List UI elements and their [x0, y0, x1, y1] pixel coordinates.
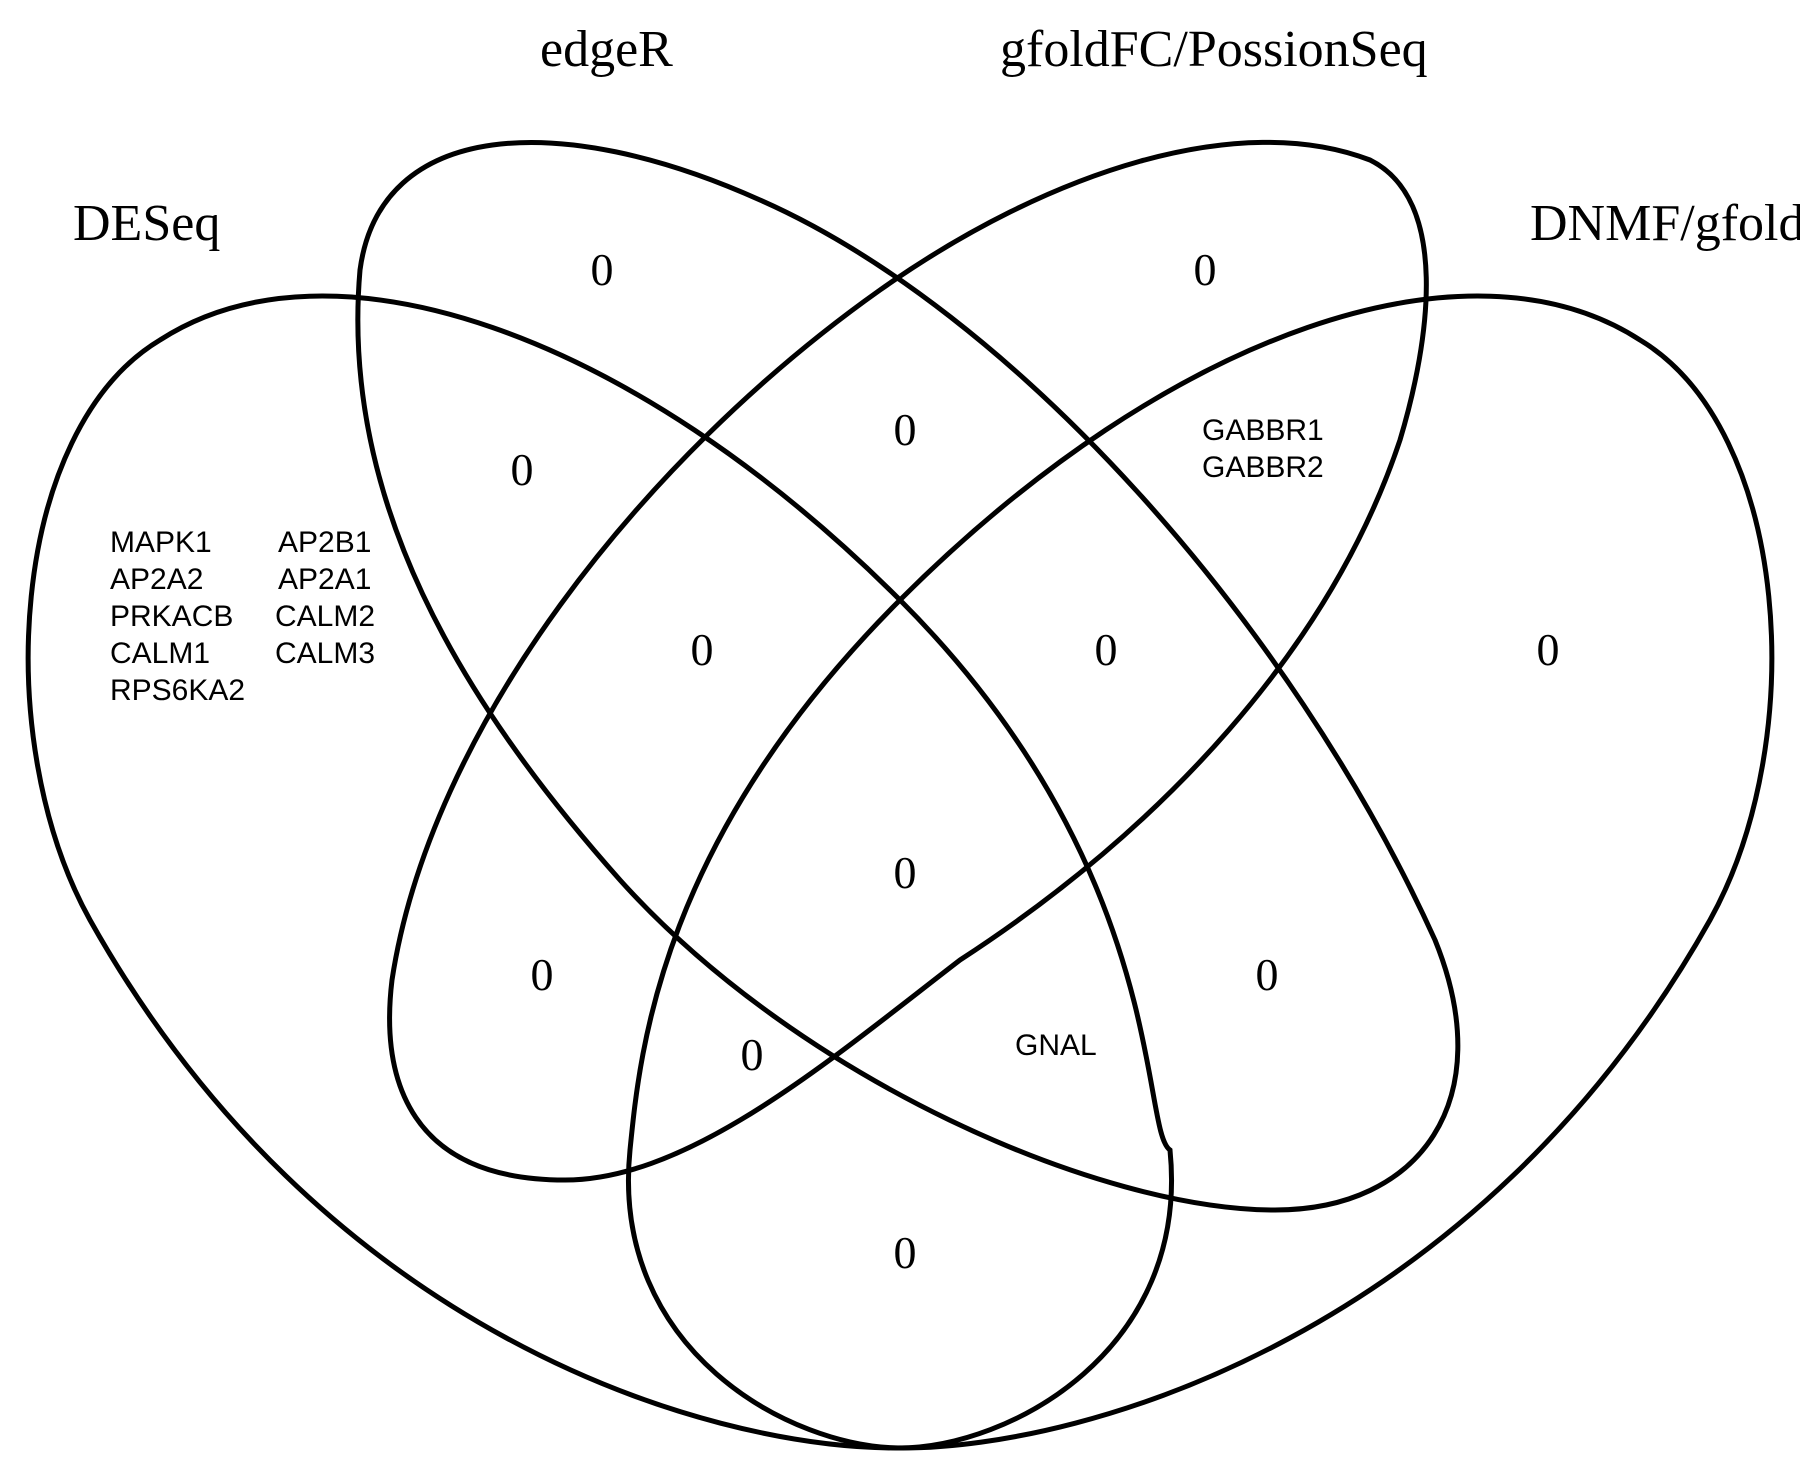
- edger-set-outline: [355, 139, 1461, 1213]
- deseq-only-gene: AP2B1: [278, 526, 371, 559]
- deseq-only-gene: PRKACB: [110, 600, 233, 633]
- region-deseq-edger-dnmf-gene: GNAL: [1015, 1029, 1097, 1062]
- region-all-four-count: 0: [894, 847, 917, 898]
- deseq-only-gene: CALM3: [275, 637, 375, 670]
- region-deseq-gfoldfc-dnmf-count: 0: [741, 1029, 764, 1080]
- dnmf-gfold-set-label: DNMF/gfold: [1530, 195, 1800, 252]
- gfoldfc-possionseq-set-label: gfoldFC/PossionSeq: [1000, 21, 1428, 78]
- deseq-set-label: DESeq: [73, 195, 220, 252]
- dnmf-gfold-set-outline: [626, 293, 1775, 1451]
- region-dnmf-gfold-only-count: 0: [1537, 624, 1560, 675]
- region-deseq-dnmf-count: 0: [894, 1227, 917, 1278]
- deseq-set-outline: [25, 293, 1174, 1451]
- region-edger-only-count: 0: [591, 244, 614, 295]
- region-edger-dnmf-count: 0: [1256, 949, 1279, 1000]
- region-gfoldfc-only-count: 0: [1194, 244, 1217, 295]
- deseq-only-gene: AP2A2: [110, 563, 203, 596]
- region-edger-gfoldfc-count: 0: [894, 404, 917, 455]
- deseq-only-gene: CALM1: [110, 637, 210, 670]
- region-gfoldfc-dnmf-gene: GABBR1: [1202, 414, 1324, 447]
- region-edger-gfoldfc-dnmf-count: 0: [1095, 624, 1118, 675]
- deseq-only-gene: AP2A1: [278, 563, 371, 596]
- gfoldfc-possionseq-set-outline: [387, 139, 1429, 1183]
- deseq-only-gene: RPS6KA2: [110, 674, 245, 707]
- edger-set-label: edgeR: [540, 21, 673, 78]
- deseq-only-gene: MAPK1: [110, 526, 212, 559]
- deseq-only-gene: CALM2: [275, 600, 375, 633]
- region-deseq-gfoldfc-count: 0: [531, 949, 554, 1000]
- region-gfoldfc-dnmf-gene: GABBR2: [1202, 451, 1324, 484]
- region-deseq-edger-count: 0: [511, 444, 534, 495]
- region-deseq-edger-gfoldfc-count: 0: [691, 624, 714, 675]
